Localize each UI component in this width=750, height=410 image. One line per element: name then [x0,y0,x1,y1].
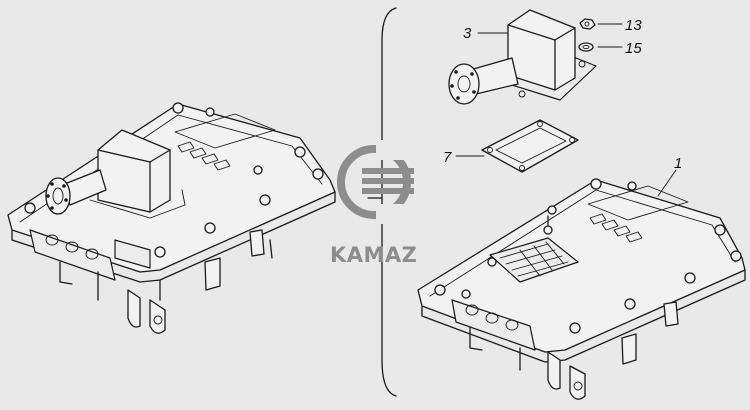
left-shaft-flange [45,169,107,215]
left-plate-slots [174,113,276,171]
exploded-housing [417,178,746,400]
right-plate-slots [587,185,689,243]
exploded-cover [448,9,597,105]
leader-lines [455,23,677,197]
right-rim-bolts [434,178,742,334]
right-front-body [451,299,536,351]
left-front-body [29,229,151,281]
gasket [481,119,579,173]
callout-nut: 13 [625,17,642,34]
right-shift-forks [469,301,679,400]
left-rim-bolts [24,102,324,258]
callout-housing: 1 [674,155,682,172]
selector-mechanism [487,215,579,283]
nut-and-washer [578,18,596,52]
left-cover [89,129,186,219]
left-shift-forks [59,229,273,334]
divider-brace [381,7,397,397]
kamaz-logo: KAMAZ [330,140,417,267]
callout-cover: 3 [463,25,472,42]
assembled-shift-mechanism [7,102,336,334]
callout-washer: 15 [625,40,642,57]
brand-text: KAMAZ [330,243,417,267]
callout-gasket: 7 [443,149,452,166]
